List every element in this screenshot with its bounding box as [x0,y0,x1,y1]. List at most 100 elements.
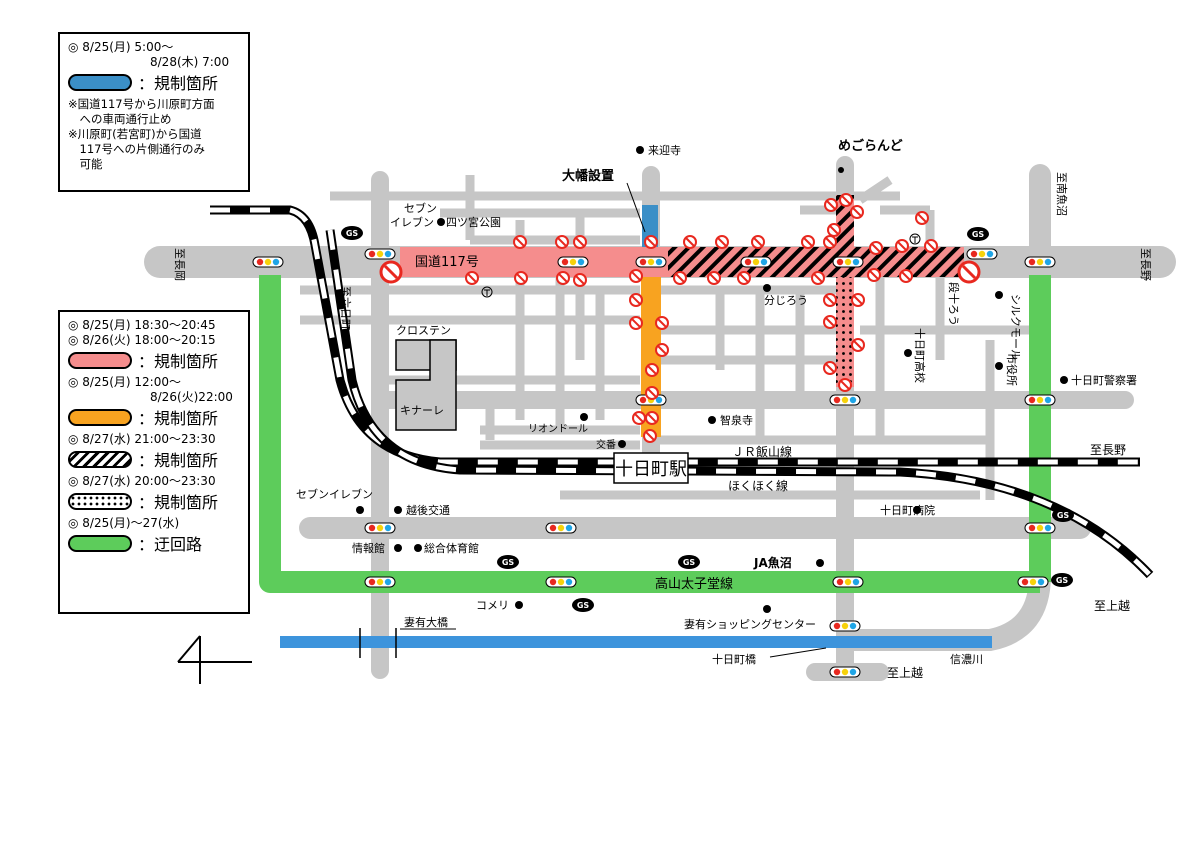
legend-green-row: ：迂回路 [68,534,240,554]
gs-label: GS [577,601,590,610]
landmarks [356,146,1068,613]
legend-note1a: ※国道117号から川原町方面 [68,97,215,111]
no-entry-sign [751,235,765,249]
no-entry-sign [514,271,528,285]
to-rokkamachi: 至六日町 [339,286,352,330]
traffic-signal [829,666,861,678]
gs-label: GS [683,558,696,567]
gs-mark: GS [1052,508,1074,522]
traffic-signal [364,522,396,534]
traffic-signal [364,576,396,588]
oohata-pointer [626,182,646,233]
no-entry-sign [823,293,837,307]
no-entry-sign [838,378,852,392]
yotsumiya-label: 四ツ宮公園 [446,215,501,229]
legend-pink-label: ：規制箇所 [138,352,219,371]
zone-hatch-north [836,195,854,247]
legend-green-swatch [68,534,132,552]
danjuro-label: 段十ろう [947,282,961,326]
no-entry-sign [924,239,938,253]
gs-label: GS [502,558,515,567]
traffic-signal [1024,522,1056,534]
gs-label: GS [1057,511,1070,520]
koukou-label: 十日町高校 [913,328,927,383]
komeri-label: コメリ [476,599,509,612]
legend-pink-row: ：規制箇所 [68,351,240,371]
no-entry-sign [645,386,659,400]
zone-pink-route117 [400,247,668,277]
no-entry-sign [513,235,527,249]
no-entry-sign [465,271,479,285]
legend-hatch-swatch [68,450,132,468]
no-entry-sign [824,198,838,212]
no-entry-sign-large [957,260,981,284]
kinare-building [395,339,457,431]
no-entry-sign [895,239,909,253]
traffic-signal [829,620,861,632]
no-entry-sign [899,269,913,283]
traffic-signal [740,256,772,268]
no-entry-sign [655,316,669,330]
to-joetsu: 至上越 [1094,599,1130,613]
tokamachi-bridge-label: 十日町橋 [712,652,756,666]
post-office-marks [481,233,921,298]
no-entry-sign [645,411,659,425]
legend-green-label: ：迂回路 [138,535,203,554]
traffic-signal [545,576,577,588]
to-nagano: 至長野 [1139,248,1152,281]
seven1b-label: イレブン [390,215,434,229]
traffic-signal [829,394,861,406]
railways [210,205,1154,579]
raigoji-label: 来迎寺 [648,144,681,157]
seven2-label: セブンイレブン [296,487,373,501]
tsumari-bridge-label: 妻有大橋 [404,615,448,629]
legend-note2a: ※川原町(若宮町)から国道 [68,127,202,141]
hokuhoku-label: ほくほく線 [728,478,788,493]
legend-green-line: ◎ 8/25(月)～27(水) [68,516,180,530]
kouban-label: 交番 [596,438,616,451]
takayama-label: 高山太子堂線 [655,576,733,592]
legend-dots-label: ：規制箇所 [138,493,219,512]
legend-note2c: 可能 [68,157,103,171]
no-entry-sign [683,235,697,249]
tokamachi-bridge-pointer [769,647,827,658]
no-entry-sign [851,338,865,352]
gs-label: GS [346,229,359,238]
legend-dots-row: ：規制箇所 [68,492,240,512]
traffic-signal [1024,394,1056,406]
no-entry-sign [632,411,646,425]
station-box [613,452,689,484]
to-minamiuonuma: 至南魚沼 [1055,172,1069,216]
no-entry-sign [851,293,865,307]
traffic-signal [545,522,577,534]
to-joetsu-2: 至上越 [887,666,923,680]
no-entry-sign [869,241,883,255]
seven1a-label: セブン [404,201,437,215]
traffic-signal [635,394,667,406]
silk-label: シルクモール [1009,294,1022,360]
gs-mark: GS [572,598,594,612]
traffic-signal [832,256,864,268]
crosten-label: クロステン [396,324,451,337]
legend-blue: ◎ 8/25(月) 5:00～ 8/28(木) 7:00 ：規制箇所 ※国道11… [58,32,250,192]
gs-mark: GS [1051,573,1073,587]
legend-orange-label: ：規制箇所 [138,409,219,428]
johokan-label: 情報館 [352,541,385,555]
no-entry-sign [707,271,721,285]
legend-dots-line: ◎ 8/27(水) 20:00～23:30 [68,474,216,488]
traffic-signal [252,256,284,268]
legend-hatch-line: ◎ 8/27(水) 21:00～23:30 [68,432,216,446]
shinano-river [280,636,992,648]
ja-label: JA魚沼 [753,555,792,570]
traffic-signal [1017,576,1049,588]
no-entry-sign [573,235,587,249]
sogotaiikukan-label: 総合体育館 [424,541,479,555]
kinare-label: キナーレ [400,404,444,417]
no-entry-sign [644,235,658,249]
traffic-signals [252,248,1056,678]
no-entry-sign [823,315,837,329]
gs-label: GS [1056,576,1069,585]
no-entry-sign [643,429,657,443]
